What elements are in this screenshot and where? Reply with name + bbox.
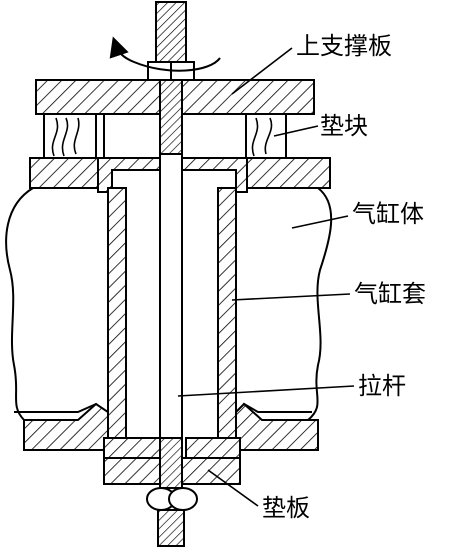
label-cylinder-liner: 气缸套 [354,280,426,308]
rotation-arrow [109,36,221,72]
pull-rod [146,1,198,547]
backing-plate [103,437,241,485]
label-top-support-plate: 上支撑板 [296,32,392,60]
cylinder-liner [97,157,248,441]
label-pad-block: 垫块 [320,112,368,140]
leader-lines [177,47,355,507]
label-cylinder-body: 气缸体 [352,200,424,228]
label-backing-plate: 垫板 [262,494,310,522]
labels: 上支撑板 垫块 气缸体 气缸套 拉杆 垫板 [262,32,426,522]
pad-block-left [43,113,105,159]
label-pull-rod: 拉杆 [358,372,406,400]
pad-block-right [240,113,287,159]
cylinder-body-bottom-flange [23,402,319,451]
